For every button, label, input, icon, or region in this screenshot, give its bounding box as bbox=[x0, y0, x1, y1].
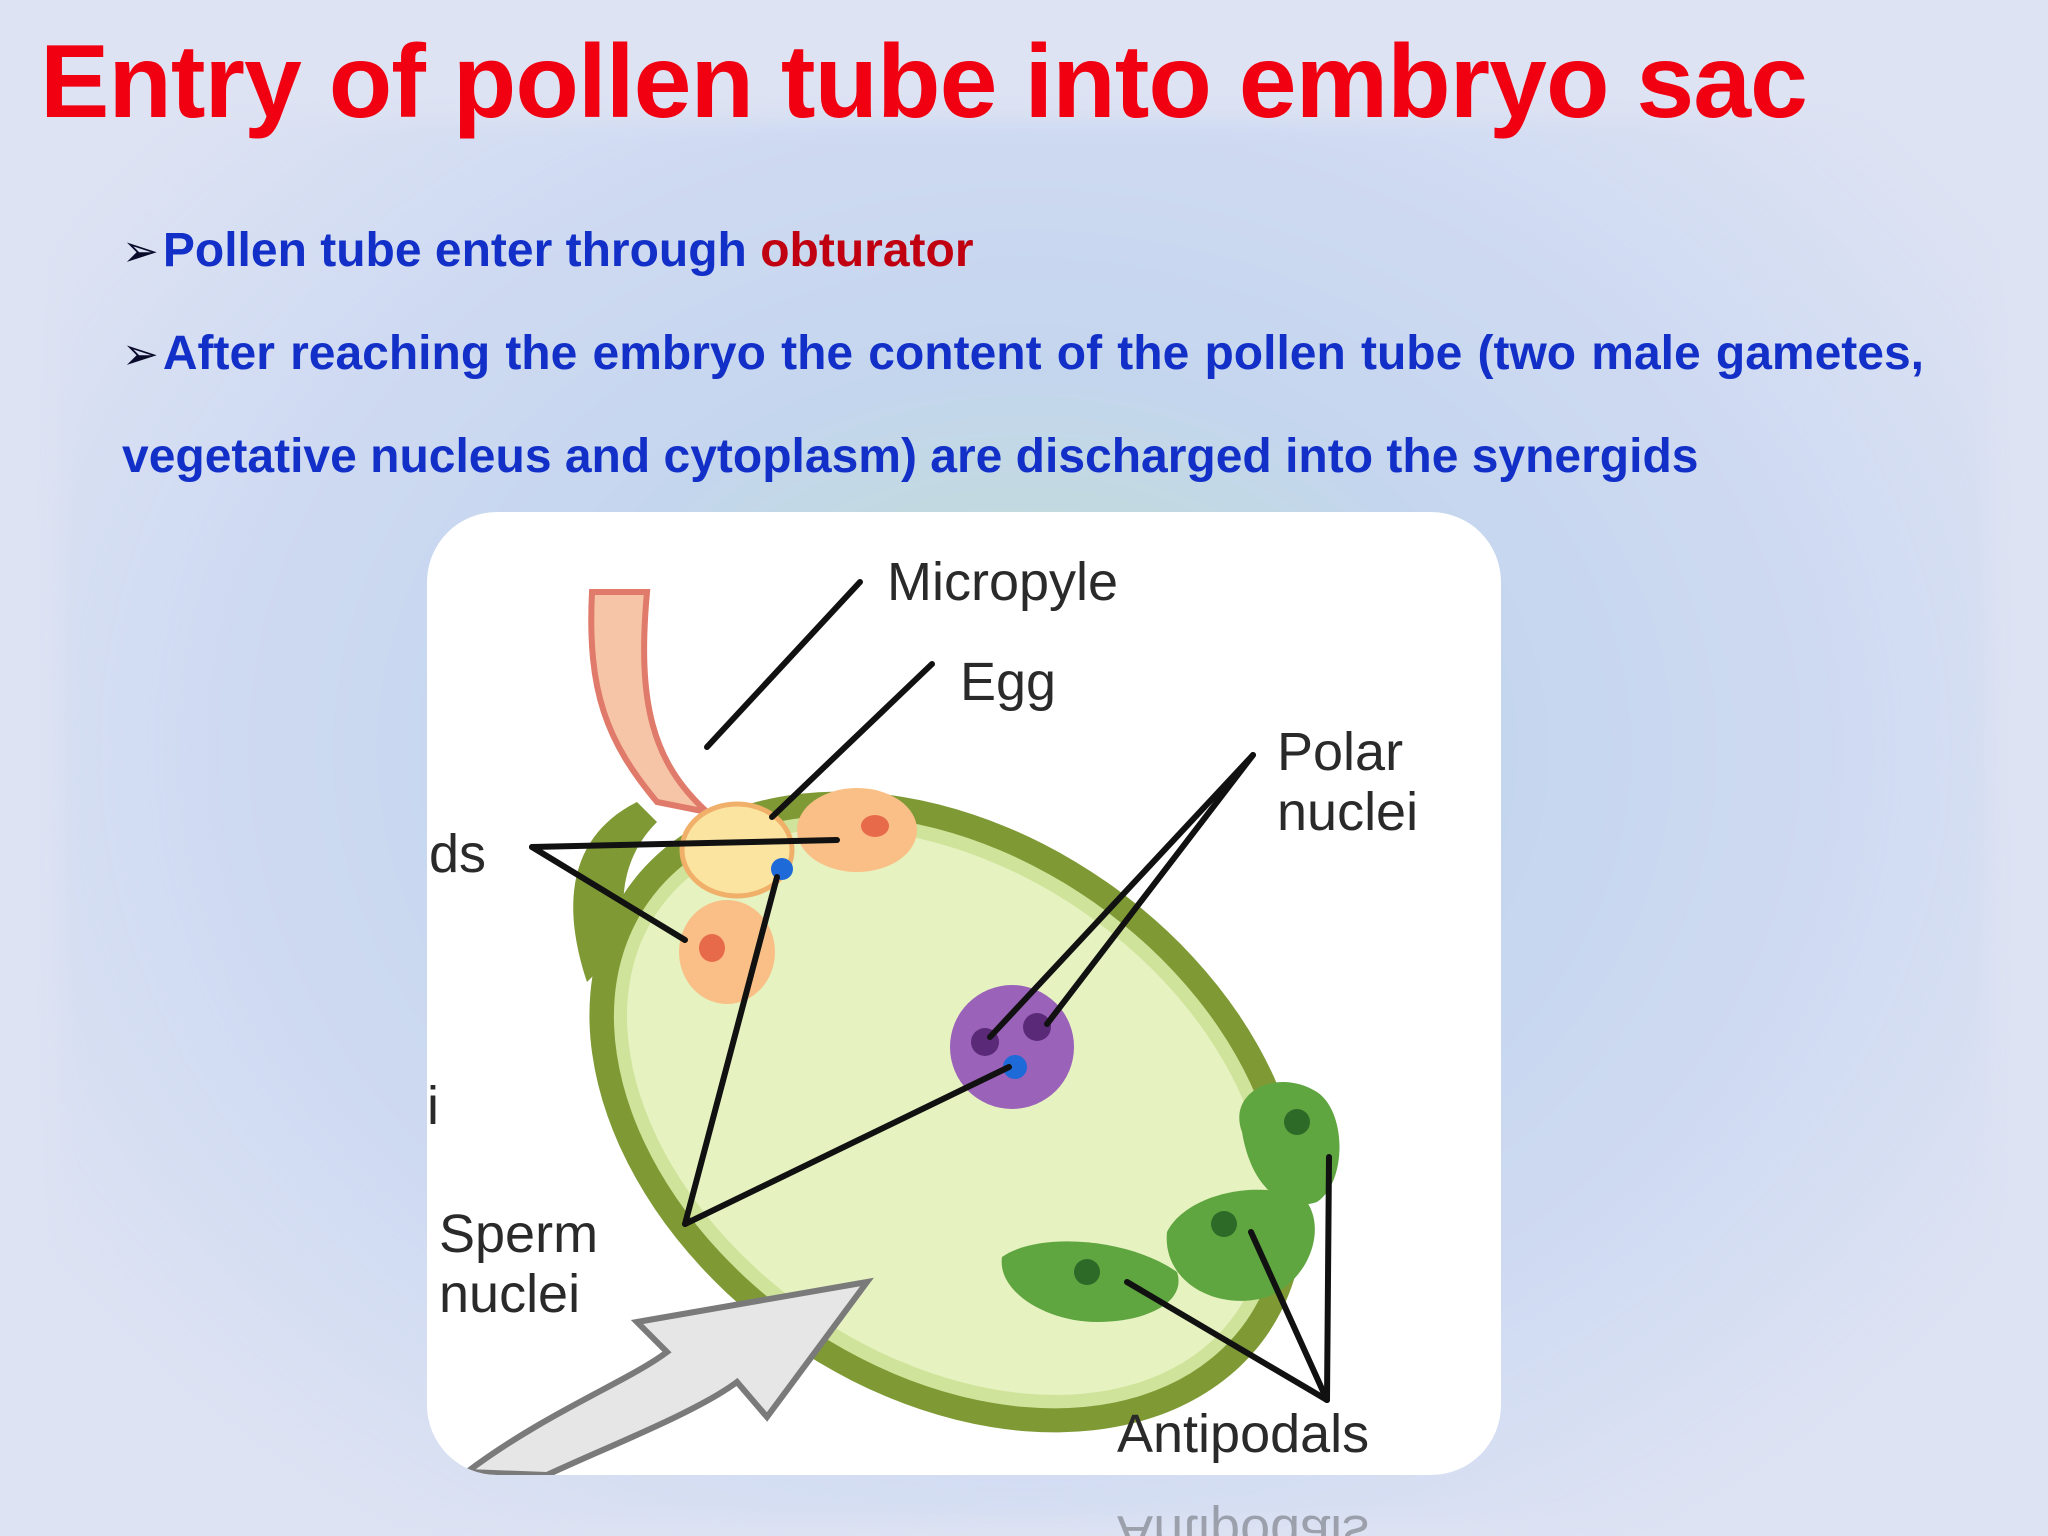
reflection-label-antipodals: Antipodals bbox=[1117, 1504, 1369, 1536]
synergid-cell bbox=[797, 788, 917, 872]
figure-reflection: Antipodals bbox=[427, 1475, 1501, 1536]
bullet-highlight: obturator bbox=[760, 224, 973, 277]
label-sperm-line1: Sperm bbox=[439, 1204, 598, 1264]
label-egg: Egg bbox=[960, 652, 1056, 712]
synergid-cell bbox=[679, 900, 775, 1004]
pollen-tube-shape bbox=[591, 592, 707, 812]
antipodal-nucleus bbox=[1284, 1109, 1310, 1135]
bullet-text: Pollen tube enter through bbox=[163, 224, 760, 277]
label-polar-line2: nuclei bbox=[1277, 782, 1418, 842]
bullet-list: ➢Pollen tube enter through obturator ➢Af… bbox=[122, 200, 1924, 508]
bullet-item: ➢Pollen tube enter through obturator bbox=[122, 200, 1924, 303]
bullet-item: ➢After reaching the embryo the content o… bbox=[122, 303, 1924, 508]
label-antipodals: Antipodals bbox=[1117, 1404, 1369, 1464]
synergid-nucleus bbox=[861, 815, 889, 837]
label-polar-line1: Polar bbox=[1277, 722, 1403, 782]
polar-nucleus bbox=[1023, 1013, 1051, 1041]
arrow-bullet-icon: ➢ bbox=[122, 330, 159, 379]
central-cell bbox=[950, 985, 1074, 1109]
embryo-sac-diagram: Micropyle Egg Polar nuclei ds i Sperm nu… bbox=[427, 512, 1501, 1475]
slide-title: Entry of pollen tube into embryo sac bbox=[40, 22, 1807, 142]
label-synergids-partial: ds bbox=[429, 824, 486, 884]
arrow-bullet-icon: ➢ bbox=[122, 227, 159, 276]
bullet-text: After reaching the embryo the content of… bbox=[122, 327, 1924, 483]
label-micropyle: Micropyle bbox=[887, 552, 1118, 612]
label-partial-i: i bbox=[427, 1076, 439, 1136]
embryo-sac-illustration: Micropyle Egg Polar nuclei ds i Sperm nu… bbox=[427, 512, 1501, 1475]
reflection-graphic: Antipodals bbox=[427, 1475, 1501, 1536]
label-sperm-line2: nuclei bbox=[439, 1264, 580, 1324]
synergid-nucleus bbox=[699, 934, 725, 962]
antipodal-nucleus bbox=[1074, 1259, 1100, 1285]
antipodal-nucleus bbox=[1211, 1211, 1237, 1237]
